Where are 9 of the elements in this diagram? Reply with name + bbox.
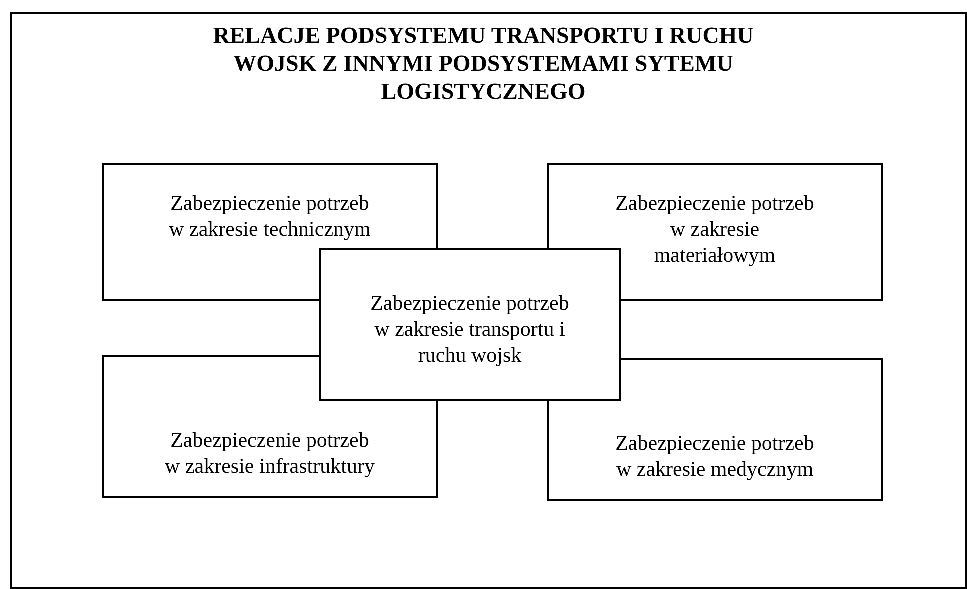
central-box — [319, 248, 621, 401]
box-text: Zabezpieczenie potrzeb w zakresie medycznym — [614, 430, 816, 482]
box-text: Zabezpieczenie potrzeb w zakresie transportu i ruchu wojsk — [370, 290, 570, 368]
box-text: Zabezpieczenie potrzeb w zakresie technicznym — [168, 190, 372, 242]
diagram-title: RELACJE PODSYSTEMU TRANSPORTU I RUCHU WOJSK Z INNYMI PODSYSTEMAMI SYTEMU LOGISTYCZNEGO — [212, 22, 755, 106]
text-box — [547, 358, 883, 501]
box-text: Zabezpieczenie potrzeb w zakresie materiałowym — [614, 190, 816, 268]
frame-box — [10, 12, 967, 589]
box-text: Zabezpieczenie potrzeb w zakresie infrastruktury — [164, 427, 376, 479]
